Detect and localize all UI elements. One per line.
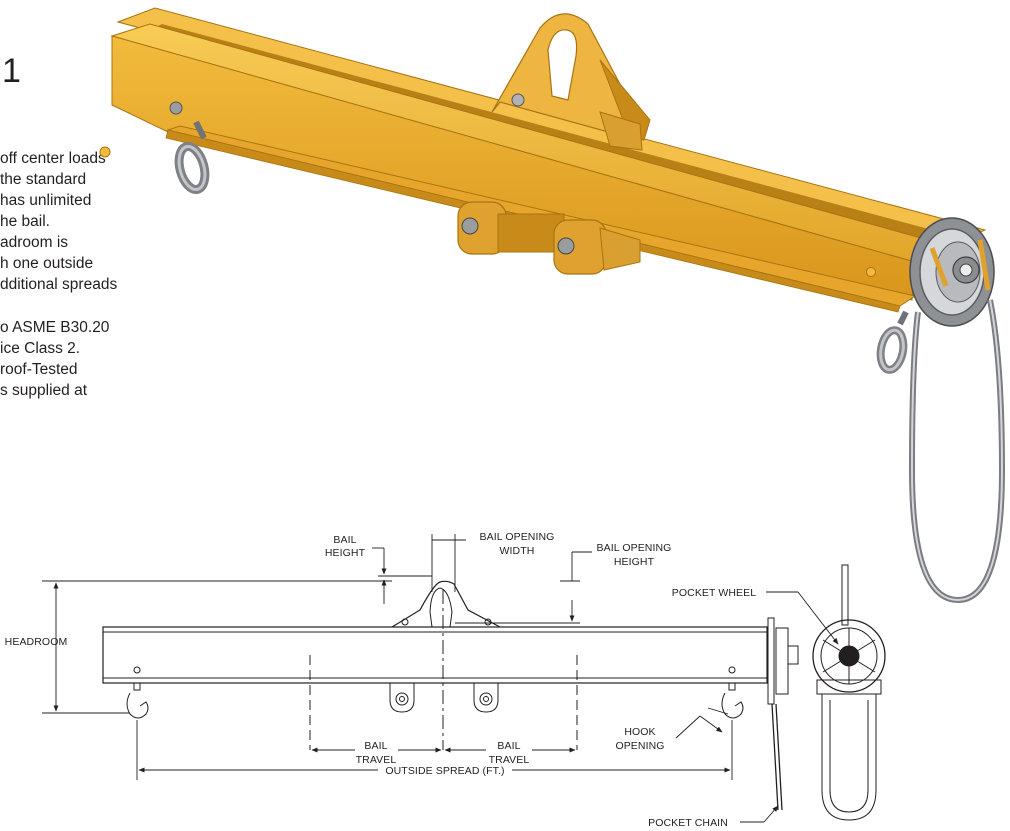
trolley-rollers — [457, 201, 641, 275]
pocket-wheel-render — [909, 217, 995, 327]
label-bail-height: HEIGHT — [325, 547, 366, 559]
label-pocket-wheel: POCKET WHEEL — [672, 587, 757, 599]
roller-axle — [461, 217, 479, 235]
label-bail-opening-width: WIDTH — [500, 545, 535, 557]
label-bail-travel-right: BAIL — [497, 740, 520, 752]
description-line: adroom is — [0, 234, 69, 251]
description-paragraph-2: o ASME B30.20 ice Class 2. roof-Tested s… — [0, 317, 200, 401]
roller-bridge — [497, 213, 565, 253]
diagram-labels: BAIL HEIGHT BAIL OPENING WIDTH BAIL OPEN… — [5, 531, 757, 829]
lifting-beam-render — [99, 7, 1006, 604]
left-hook-outline — [126, 666, 149, 719]
roller-axle — [557, 237, 575, 255]
pocket-chain-render — [908, 299, 1006, 604]
right-hook-render — [876, 310, 909, 374]
pocket-wheel-end-view — [812, 564, 886, 821]
label-bail-travel-left: BAIL — [364, 740, 387, 752]
bolt — [866, 267, 876, 277]
label-bail-opening-height: BAIL OPENING — [597, 542, 672, 554]
description-text: off center loads the standard has unlimi… — [0, 148, 200, 401]
section-heading: 1 — [2, 52, 21, 90]
label-bail-opening-height: HEIGHT — [614, 556, 655, 568]
roller-outline-right — [473, 683, 499, 713]
description-line: roof-Tested — [0, 361, 78, 378]
bail-eye-opening — [547, 29, 578, 101]
label-hook-opening: OPENING — [615, 740, 664, 752]
description-line: the standard — [0, 171, 87, 188]
bail-eye-outline — [429, 587, 453, 628]
description-line: dditional spreads — [0, 276, 118, 293]
label-bail-opening-width: BAIL OPENING — [480, 531, 555, 543]
description-line: o ASME B30.20 — [0, 319, 110, 336]
roller-tail — [599, 227, 641, 271]
label-pocket-chain: POCKET CHAIN — [648, 817, 728, 829]
right-hook-outline — [721, 666, 744, 719]
label-bail-travel-left: TRAVEL — [356, 754, 397, 766]
roller-outline-left — [389, 683, 415, 713]
bail-bolt — [511, 93, 525, 107]
lifting-beam-side-view — [102, 580, 799, 811]
pocket-chain-end-loop — [821, 700, 877, 821]
label-outside-spread: OUTSIDE SPREAD (FT.) — [385, 765, 504, 777]
description-paragraph-1: off center loads the standard has unlimi… — [0, 148, 200, 295]
trolley-plate — [599, 111, 643, 151]
bail-side-plate — [599, 59, 651, 141]
bolt — [169, 101, 183, 115]
description-line: off center loads — [0, 150, 106, 167]
description-line: he bail. — [0, 213, 50, 230]
dimension-lines — [42, 534, 839, 823]
description-line: has unlimited — [0, 192, 92, 209]
label-hook-opening: HOOK — [624, 726, 655, 738]
label-headroom: HEADROOM — [5, 636, 68, 648]
description-line: h one outside — [0, 255, 94, 272]
beam-outline — [102, 626, 768, 684]
beam-channel-shadow — [150, 24, 955, 244]
bolt — [99, 146, 111, 158]
description-line: s supplied at — [0, 382, 88, 399]
bail-outline — [391, 580, 501, 628]
label-bail-height: BAIL — [333, 534, 356, 546]
description-line: ice Class 2. — [0, 340, 81, 357]
left-hook-render — [174, 120, 210, 194]
label-bail-travel-right: TRAVEL — [489, 754, 530, 766]
